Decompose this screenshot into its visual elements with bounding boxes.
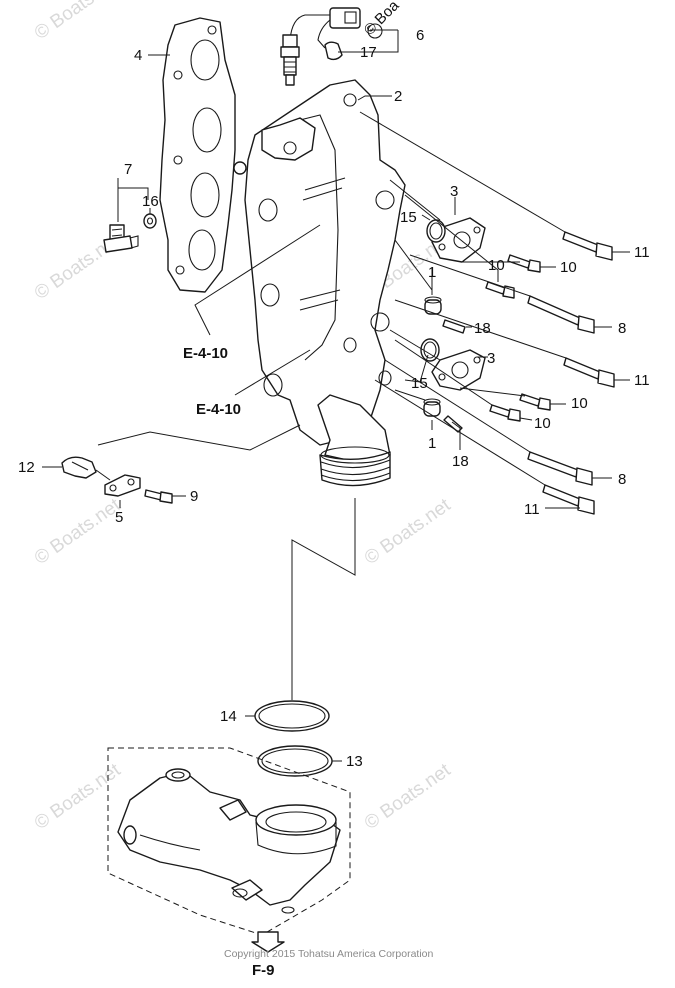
callout-label: 14 bbox=[220, 708, 237, 725]
callout-label: 10 bbox=[571, 395, 588, 412]
callout-label: 15 bbox=[400, 209, 417, 226]
hose-clip-part-12 bbox=[61, 456, 97, 479]
gasket-part-4 bbox=[159, 17, 236, 293]
watermark: © Boats.net bbox=[31, 494, 125, 569]
callout-label: 15 bbox=[411, 375, 428, 392]
copyright-mark: © Boa bbox=[361, 0, 403, 39]
exhaust-manifold-part-2 bbox=[233, 79, 406, 487]
callout-label: 18 bbox=[474, 320, 491, 337]
bracket-part-5 bbox=[104, 474, 141, 497]
watermark: © Boats.net bbox=[361, 494, 455, 569]
leader-lines bbox=[42, 29, 630, 953]
watermark: © Boats.net bbox=[361, 759, 455, 834]
callout-label: 9 bbox=[190, 488, 198, 505]
callout-label: 4 bbox=[134, 47, 142, 64]
callout-label: 5 bbox=[115, 509, 123, 526]
reference-labels: E-4-10 E-4-10 F-9 bbox=[183, 345, 275, 979]
sensor-part-7 bbox=[103, 224, 139, 253]
callout-label: 11 bbox=[634, 244, 650, 261]
reference-e-4-10-upper: E-4-10 bbox=[183, 345, 228, 362]
watermark: © Boats.net bbox=[31, 759, 125, 834]
callout-numbers: 4 2 6 17 7 16 3 15 1 10 10 11 18 8 3 11 … bbox=[18, 27, 650, 770]
callout-label: 16 bbox=[142, 193, 159, 210]
callout-label: 18 bbox=[452, 453, 469, 470]
exhaust-elbow-assembly bbox=[117, 768, 341, 914]
callout-label: 1 bbox=[428, 264, 436, 281]
callout-label: 11 bbox=[634, 372, 650, 389]
callout-label: 10 bbox=[488, 257, 505, 274]
reference-e-4-10-lower: E-4-10 bbox=[196, 401, 241, 418]
callout-label: 11 bbox=[524, 501, 540, 518]
bolt-part-8 bbox=[527, 295, 595, 486]
callout-label: 8 bbox=[618, 320, 626, 337]
reference-f-9: F-9 bbox=[252, 962, 275, 979]
callout-label: 17 bbox=[360, 44, 377, 61]
o-ring-part-14 bbox=[254, 700, 330, 732]
lower-assembly-outline bbox=[107, 747, 351, 936]
callout-label: 3 bbox=[450, 183, 458, 200]
bolt-part-11 bbox=[542, 231, 615, 515]
bolt-part-9 bbox=[144, 489, 173, 504]
callout-label: 10 bbox=[560, 259, 577, 276]
callout-label: 1 bbox=[428, 435, 436, 452]
watermark: © Boats.net bbox=[31, 0, 125, 44]
callout-label: 13 bbox=[346, 753, 363, 770]
callout-label: 10 bbox=[534, 415, 551, 432]
pin-part-18 bbox=[442, 319, 466, 433]
callout-label: 7 bbox=[124, 161, 132, 178]
oxygen-sensor-part-6 bbox=[280, 7, 361, 86]
callout-label: 6 bbox=[416, 27, 424, 44]
washer-part-16 bbox=[143, 213, 157, 229]
copyright-text: Copyright 2015 Tohatsu America Corporati… bbox=[224, 948, 434, 960]
watermark-layer: © Boats.net © Boats.net © Boats.net © Bo… bbox=[31, 0, 455, 834]
callout-label: 3 bbox=[487, 350, 495, 367]
callout-label: 8 bbox=[618, 471, 626, 488]
callout-label: 2 bbox=[394, 88, 402, 105]
clip-part-17 bbox=[324, 41, 343, 61]
callout-label: 12 bbox=[18, 459, 35, 476]
bolt-part-10 bbox=[485, 254, 551, 422]
